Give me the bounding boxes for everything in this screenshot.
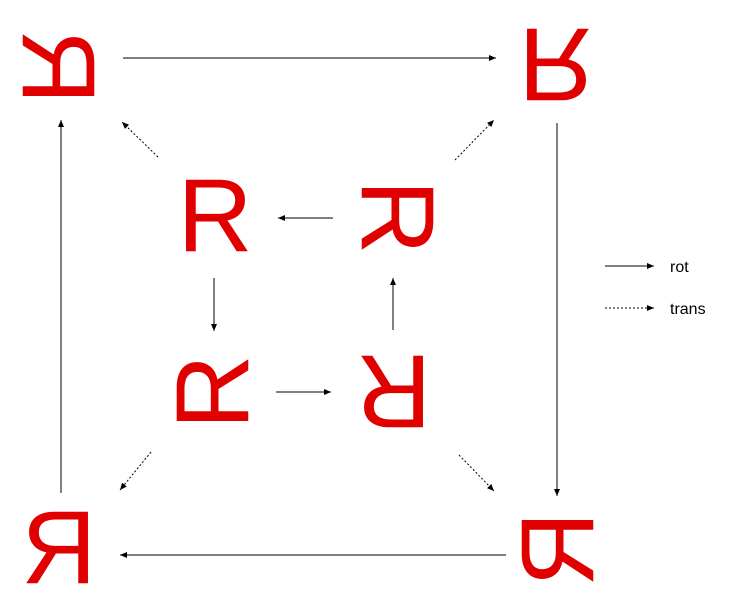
r-outer-bottom-right: R [500,511,616,586]
arrow-diagonal-bottom-left [119,451,152,491]
arrow-diagonal-bottom-right [458,454,495,492]
r-letter: R [155,354,271,429]
r-letter: R [339,179,455,254]
r-outer-top-right: R [518,6,593,122]
r-letter: R [500,511,616,586]
r-letter: R [177,158,252,274]
r-inner-top-left: R [177,158,252,274]
r-letter: R [0,29,116,104]
arrow-diagonal-top-right [454,119,495,161]
legend-trans-label: trans [670,301,706,318]
r-letter: R [356,333,431,449]
r-outer-top-left: R [0,29,116,104]
r-inner-bottom-left: R [155,354,271,429]
r-letter: R [21,490,96,605]
r-inner-top-right: R [339,179,455,254]
legend: rot trans [605,259,706,318]
r-outer-bottom-left: R [21,490,96,605]
legend-rot-label: rot [670,259,689,276]
arrow-diagonal-top-left [121,121,159,158]
r-letter: R [518,6,593,122]
r-inner-bottom-right: R [356,333,431,449]
